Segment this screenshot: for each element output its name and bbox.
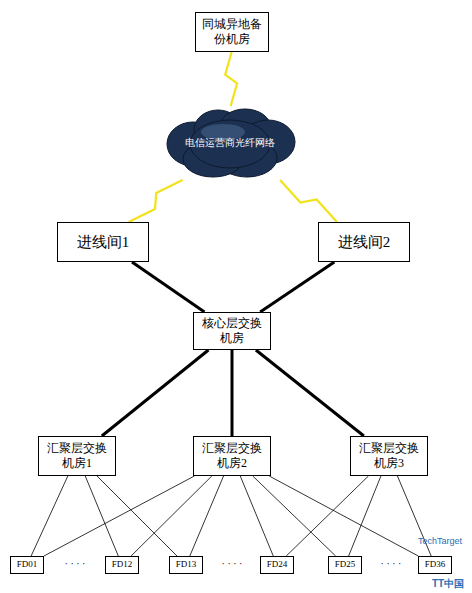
wireless-link — [225, 52, 237, 106]
fd-box: FD12 — [105, 556, 139, 574]
cable-link — [256, 350, 364, 436]
node-text: FD36 — [425, 559, 446, 570]
room-box: 汇聚层交换机房2 — [193, 436, 271, 476]
room-box: 进线间1 — [57, 222, 149, 262]
cable-link — [269, 476, 418, 556]
watermark: TT中国 — [432, 577, 464, 591]
cable-link — [190, 476, 224, 556]
ellipsis-label: · · · · — [222, 558, 243, 569]
fd-box: FD24 — [260, 556, 294, 574]
cable-link — [102, 350, 209, 436]
wireless-link — [129, 180, 183, 222]
node-text: 电信运营商光纤网络 — [185, 137, 275, 150]
node-text: FD13 — [176, 559, 197, 570]
room-box: 核心层交换机房 — [193, 312, 271, 350]
node-text: FD25 — [335, 559, 356, 570]
cable-link — [286, 476, 368, 556]
cable-link — [349, 476, 381, 556]
node-text: 汇聚层交换机房2 — [198, 441, 266, 471]
room-box: 进线间2 — [318, 222, 410, 262]
ellipsis-label: · · · · — [381, 558, 402, 569]
cable-link — [260, 262, 334, 312]
node-text: 进线间1 — [77, 233, 130, 252]
cable-link — [97, 476, 177, 556]
fd-box: FD25 — [328, 556, 362, 574]
cable-link — [85, 476, 118, 556]
cable-link — [131, 476, 212, 556]
node-text: FD01 — [17, 559, 38, 570]
fd-box: FD13 — [169, 556, 203, 574]
node-text: 汇聚层交换机房3 — [355, 441, 423, 471]
fd-box: FD01 — [10, 556, 44, 574]
node-text: FD24 — [267, 559, 288, 570]
room-box: 汇聚层交换机房1 — [38, 436, 116, 476]
cable-link — [253, 476, 336, 556]
cable-link — [31, 476, 68, 556]
network-cloud: 电信运营商光纤网络 — [163, 106, 297, 180]
node-text: 核心层交换机房 — [198, 316, 266, 346]
cable-link — [132, 262, 204, 312]
room-box: 汇聚层交换机房3 — [350, 436, 428, 476]
cable-link — [231, 350, 234, 436]
watermark: TechTarget — [418, 536, 462, 546]
node-text: FD12 — [112, 559, 133, 570]
wireless-link — [280, 180, 337, 222]
node-text: 进线间2 — [338, 233, 391, 252]
fd-box: FD36 — [418, 556, 452, 574]
ellipsis-label: · · · · — [65, 558, 86, 569]
cable-link — [240, 476, 273, 556]
node-text: 汇聚层交换机房1 — [43, 441, 111, 471]
node-text: 同城异地备份机房 — [200, 17, 264, 47]
room-box: 同城异地备份机房 — [195, 12, 269, 52]
